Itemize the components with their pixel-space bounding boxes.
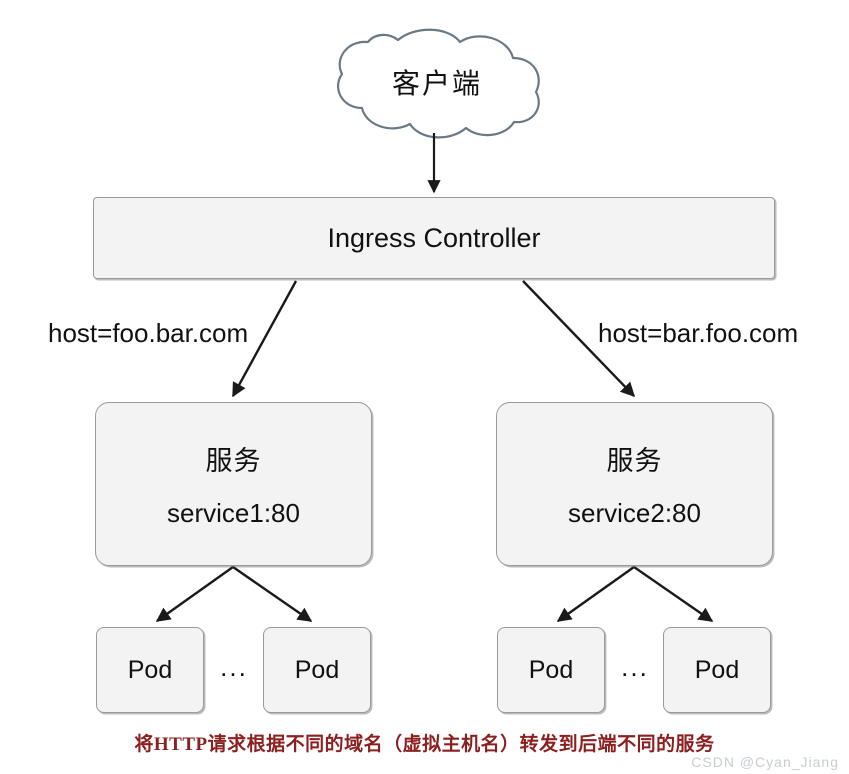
node-pod-1[interactable]: Pod [96,627,204,713]
node-pod-2-label: Pod [294,655,340,684]
edge-label-host-left: host=foo.bar.com [48,318,249,348]
ellipsis-left: ... [220,652,248,682]
ellipsis-right: ... [621,652,649,682]
node-pod-2[interactable]: Pod [263,627,371,713]
cloud-label: 客户端 [391,68,482,99]
node-pod-3[interactable]: Pod [497,627,605,713]
watermark: CSDN @Cyan_Jiang [691,754,839,770]
node-service-1[interactable]: 服务 service1:80 [95,402,372,566]
node-ingress-label: Ingress Controller [327,222,541,253]
node-service-2-subtitle: service2:80 [568,498,701,528]
edge-service2-to-pod3 [556,566,635,622]
node-service-2[interactable]: 服务 service2:80 [496,402,773,566]
node-pod-4[interactable]: Pod [663,627,771,713]
edge-service1-to-pod2 [232,566,313,622]
edge-service2-to-pod4 [633,566,714,622]
node-service-2-title: 服务 [606,446,663,476]
node-service-1-subtitle: service1:80 [167,498,300,528]
edge-service1-to-pod1 [155,566,234,622]
node-pod-4-label: Pod [694,655,740,684]
edge-label-host-right: host=bar.foo.com [598,318,799,348]
node-service-1-title: 服务 [205,446,262,476]
node-pod-1-label: Pod [127,655,173,684]
node-pod-3-label: Pod [528,655,574,684]
node-ingress-controller[interactable]: Ingress Controller [93,197,775,279]
diagram-caption: 将HTTP请求根据不同的域名（虚拟主机名）转发到后端不同的服务 [134,734,715,755]
